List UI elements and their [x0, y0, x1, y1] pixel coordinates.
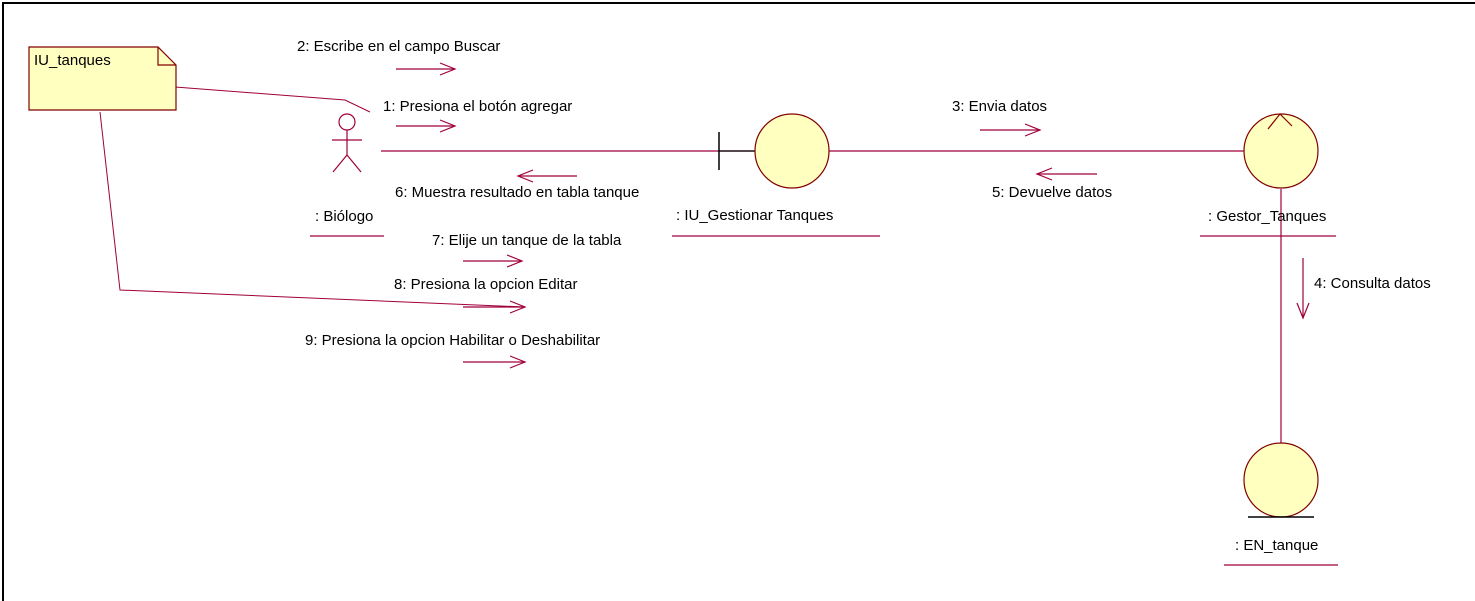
- control-gestor-tanques[interactable]: [1243, 113, 1319, 189]
- note-link-to-editar: [99, 111, 526, 308]
- arrow-msg-4[interactable]: [1296, 258, 1310, 320]
- control-label: : Gestor_Tanques: [1208, 208, 1326, 225]
- arrow-msg-9[interactable]: [463, 355, 527, 369]
- message-label-2: 2: Escribe en el campo Buscar: [297, 38, 500, 55]
- message-label-7: 7: Elije un tanque de la tabla: [432, 232, 622, 249]
- message-label-6: 6: Muestra resultado en tabla tanque: [395, 184, 639, 201]
- control-arrow-icon: [1267, 113, 1293, 130]
- arrow-msg-6[interactable]: [516, 169, 577, 183]
- actor-leg-left: [332, 154, 348, 173]
- note-links: [99, 86, 526, 308]
- associations[interactable]: [381, 150, 1282, 448]
- note-label: IU_tanques: [34, 52, 111, 69]
- entity-en-tanque[interactable]: [1243, 442, 1319, 518]
- control-circle-icon: [1243, 113, 1319, 189]
- entity-circle-icon: [1243, 442, 1319, 518]
- arrow-msg-8[interactable]: [463, 300, 527, 314]
- message-label-5: 5: Devuelve datos: [992, 184, 1112, 201]
- note-iu-tanques[interactable]: IU_tanques: [28, 46, 177, 111]
- message-label-9: 9: Presiona la opcion Habilitar o Deshab…: [305, 332, 600, 349]
- message-label-3: 3: Envia datos: [952, 98, 1047, 115]
- arrow-msg-3[interactable]: [980, 123, 1042, 137]
- message-arrows[interactable]: [396, 62, 1310, 369]
- actor-head-icon: [338, 113, 356, 131]
- entity-label: : EN_tanque: [1235, 537, 1318, 554]
- boundary-iu-gestionar-tanques[interactable]: [718, 113, 830, 189]
- note-link-to-actor: [174, 86, 371, 113]
- boundary-circle-icon: [754, 113, 830, 189]
- message-label-1: 1: Presiona el botón agregar: [383, 98, 572, 115]
- arrow-msg-5[interactable]: [1035, 167, 1097, 181]
- arrow-msg-1[interactable]: [396, 119, 457, 133]
- boundary-label: : IU_Gestionar Tanques: [676, 207, 833, 224]
- arrow-msg-2[interactable]: [396, 62, 457, 76]
- message-label-4: 4: Consulta datos: [1314, 275, 1431, 292]
- actor-leg-right: [346, 154, 362, 173]
- actor-label: : Biólogo: [315, 208, 373, 225]
- arrow-msg-7[interactable]: [463, 254, 524, 268]
- actor-biologo[interactable]: [332, 113, 362, 173]
- message-label-8: 8: Presiona la opcion Editar: [394, 276, 577, 293]
